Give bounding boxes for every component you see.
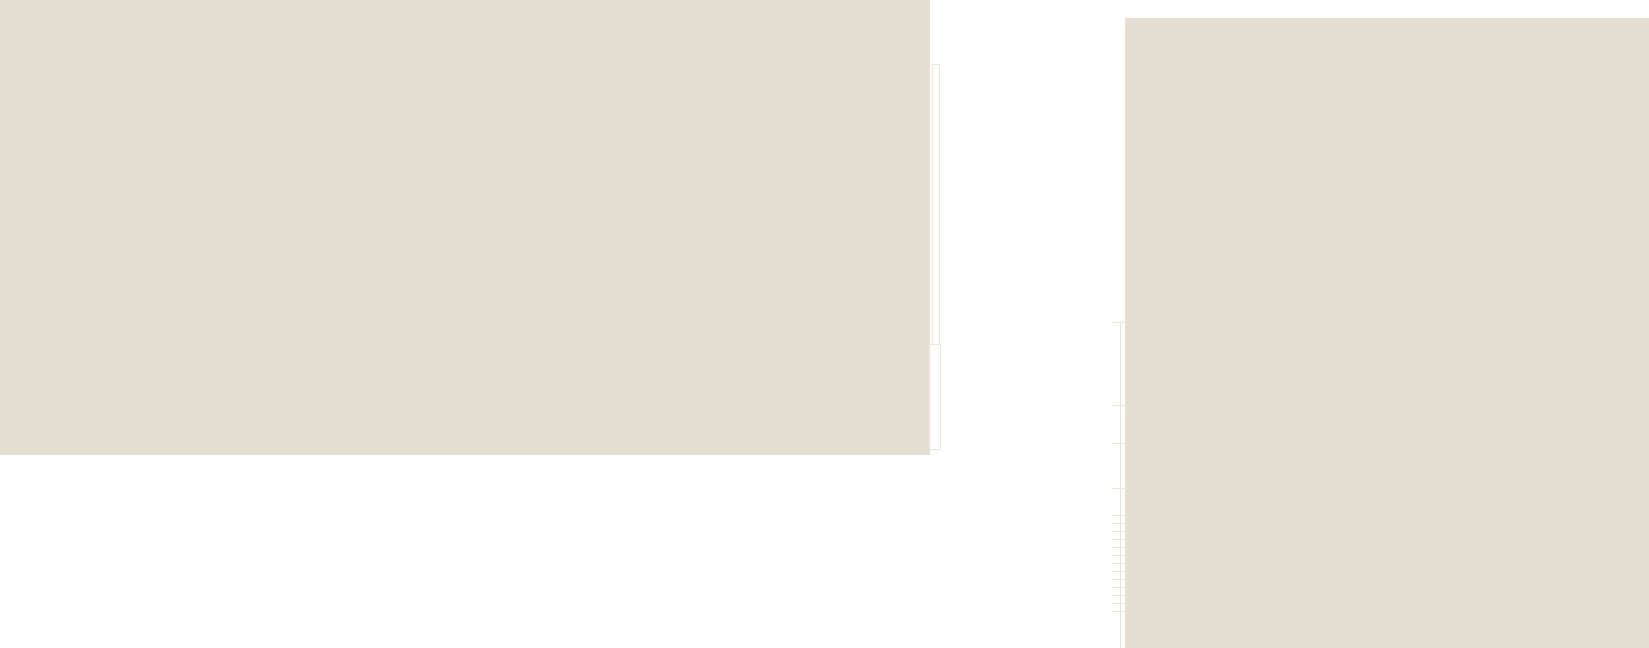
tick-mark xyxy=(1112,547,1127,548)
scrollbar-thumb[interactable] xyxy=(929,344,941,450)
tick-mark xyxy=(1112,405,1127,406)
tick-mark xyxy=(1112,571,1127,572)
tick-mark xyxy=(1112,611,1127,612)
panel-edge-line xyxy=(1120,322,1121,648)
tick-mark xyxy=(1112,488,1127,489)
tick-mark xyxy=(1112,523,1127,524)
tick-mark xyxy=(1112,443,1127,444)
right-content-panel xyxy=(1125,18,1649,648)
tick-mark xyxy=(1112,539,1127,540)
tick-mark xyxy=(1112,595,1127,596)
tick-mark xyxy=(1112,603,1127,604)
tick-mark xyxy=(1112,322,1127,323)
tick-mark xyxy=(1112,587,1127,588)
tick-mark xyxy=(1112,531,1127,532)
tick-mark xyxy=(1112,579,1127,580)
tick-mark xyxy=(1112,555,1127,556)
left-content-panel xyxy=(0,0,930,455)
tick-mark xyxy=(1112,563,1127,564)
tick-mark xyxy=(1112,515,1127,516)
tick-marks xyxy=(1112,322,1127,648)
